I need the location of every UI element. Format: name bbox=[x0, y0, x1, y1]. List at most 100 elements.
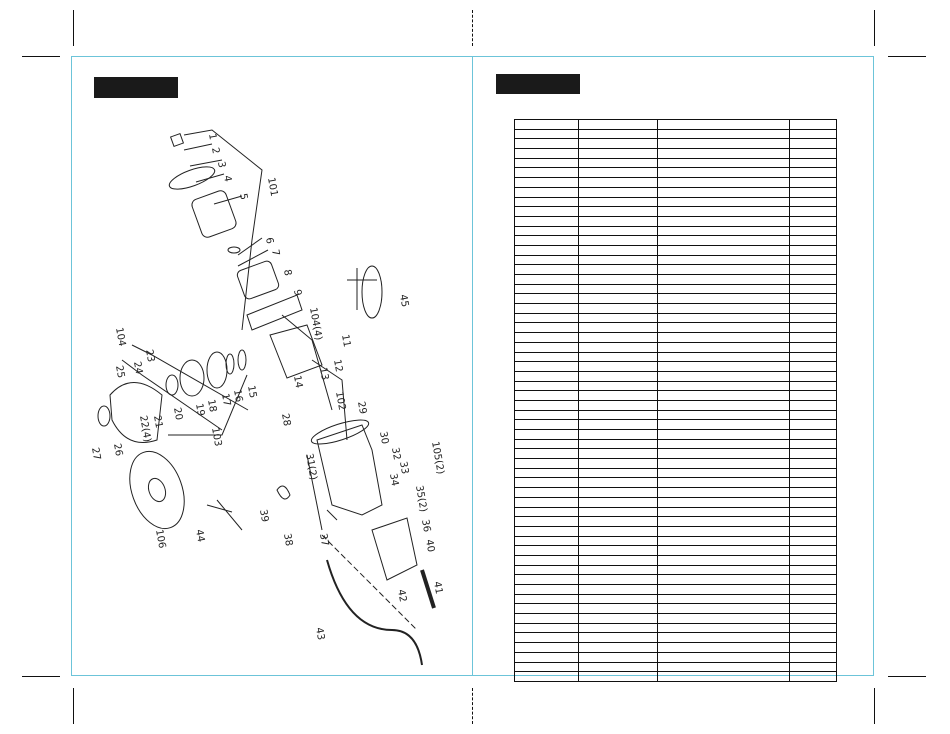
table-cell bbox=[514, 399, 579, 411]
table-cell bbox=[657, 564, 790, 576]
table-cell bbox=[657, 167, 790, 179]
table-cell bbox=[514, 496, 579, 508]
table-row bbox=[514, 274, 837, 285]
table-row bbox=[514, 545, 837, 556]
table-cell bbox=[657, 458, 790, 469]
table-cell bbox=[789, 593, 837, 605]
table-cell bbox=[657, 525, 790, 537]
table-cell bbox=[578, 467, 658, 479]
table-cell bbox=[578, 128, 658, 140]
table-cell bbox=[578, 244, 658, 256]
table-cell bbox=[657, 574, 790, 585]
callout-5: 5 bbox=[237, 193, 249, 201]
table-cell bbox=[514, 409, 579, 421]
table-cell bbox=[657, 545, 790, 556]
table-cell bbox=[789, 119, 837, 130]
callout-31-2: 31(2) bbox=[303, 453, 319, 481]
table-row bbox=[514, 613, 837, 624]
table-cell bbox=[514, 632, 579, 644]
callout-30: 30 bbox=[377, 431, 390, 445]
table-cell bbox=[514, 419, 579, 430]
table-cell bbox=[578, 380, 658, 392]
table-row bbox=[514, 206, 837, 217]
table-cell bbox=[578, 448, 658, 460]
table-cell bbox=[789, 303, 837, 314]
table-row bbox=[514, 119, 837, 130]
table-cell bbox=[578, 525, 658, 537]
callout-16: 16 bbox=[231, 389, 244, 403]
crop-mark bbox=[874, 10, 875, 46]
callout-44: 44 bbox=[193, 529, 206, 543]
table-cell bbox=[789, 264, 837, 275]
table-cell bbox=[657, 496, 790, 508]
table-cell bbox=[657, 177, 790, 188]
table-cell bbox=[789, 661, 837, 673]
crop-mark bbox=[888, 56, 926, 57]
table-row bbox=[514, 525, 837, 537]
table-cell bbox=[657, 399, 790, 411]
table-cell bbox=[578, 574, 658, 585]
table-row bbox=[514, 574, 837, 585]
table-cell bbox=[657, 148, 790, 159]
table-cell bbox=[657, 380, 790, 392]
table-cell bbox=[578, 409, 658, 421]
callout-21: 21 bbox=[151, 415, 164, 429]
callout-38: 38 bbox=[281, 533, 294, 547]
table-cell bbox=[578, 554, 658, 566]
table-cell bbox=[578, 293, 658, 305]
table-cell bbox=[514, 613, 579, 624]
table-cell bbox=[789, 351, 837, 363]
callout-40: 40 bbox=[423, 539, 436, 553]
callout-37: 37 bbox=[317, 533, 330, 547]
table-cell bbox=[578, 186, 658, 198]
callout-32: 32 bbox=[389, 447, 402, 461]
callout-43: 43 bbox=[313, 627, 326, 641]
table-row bbox=[514, 390, 837, 401]
table-cell bbox=[657, 671, 790, 682]
table-cell bbox=[514, 390, 579, 401]
table-cell bbox=[789, 545, 837, 556]
table-cell bbox=[789, 429, 837, 440]
table-cell bbox=[514, 244, 579, 256]
table-cell bbox=[514, 293, 579, 305]
table-cell bbox=[657, 429, 790, 440]
table-cell bbox=[514, 535, 579, 547]
table-cell bbox=[514, 303, 579, 314]
table-cell bbox=[514, 351, 579, 363]
callout-17: 17 bbox=[219, 393, 232, 407]
table-cell bbox=[578, 506, 658, 518]
table-cell bbox=[514, 206, 579, 217]
table-cell bbox=[514, 167, 579, 179]
table-cell bbox=[514, 128, 579, 140]
table-cell bbox=[578, 632, 658, 644]
table-row bbox=[514, 516, 837, 527]
table-cell bbox=[514, 661, 579, 673]
table-cell bbox=[657, 351, 790, 363]
table-row bbox=[514, 477, 837, 489]
table-cell bbox=[578, 235, 658, 246]
table-row bbox=[514, 283, 837, 295]
table-row bbox=[514, 322, 837, 334]
table-cell bbox=[657, 332, 790, 343]
table-cell bbox=[789, 651, 837, 663]
callout-35-2: 35(2) bbox=[413, 485, 429, 513]
table-cell bbox=[514, 506, 579, 518]
table-row bbox=[514, 380, 837, 392]
table-cell bbox=[789, 399, 837, 411]
table-cell bbox=[789, 215, 837, 227]
table-cell bbox=[657, 661, 790, 673]
table-cell bbox=[514, 622, 579, 634]
table-cell bbox=[789, 341, 837, 353]
table-cell bbox=[789, 167, 837, 179]
table-cell bbox=[514, 215, 579, 227]
table-cell bbox=[514, 225, 579, 237]
table-cell bbox=[789, 467, 837, 479]
callout-22-4: 22(4) bbox=[137, 415, 153, 443]
callout-8: 8 bbox=[281, 269, 293, 277]
table-cell bbox=[657, 409, 790, 421]
table-cell bbox=[657, 370, 790, 382]
table-cell bbox=[578, 545, 658, 556]
table-row bbox=[514, 584, 837, 595]
table-cell bbox=[657, 235, 790, 246]
table-cell bbox=[657, 448, 790, 460]
